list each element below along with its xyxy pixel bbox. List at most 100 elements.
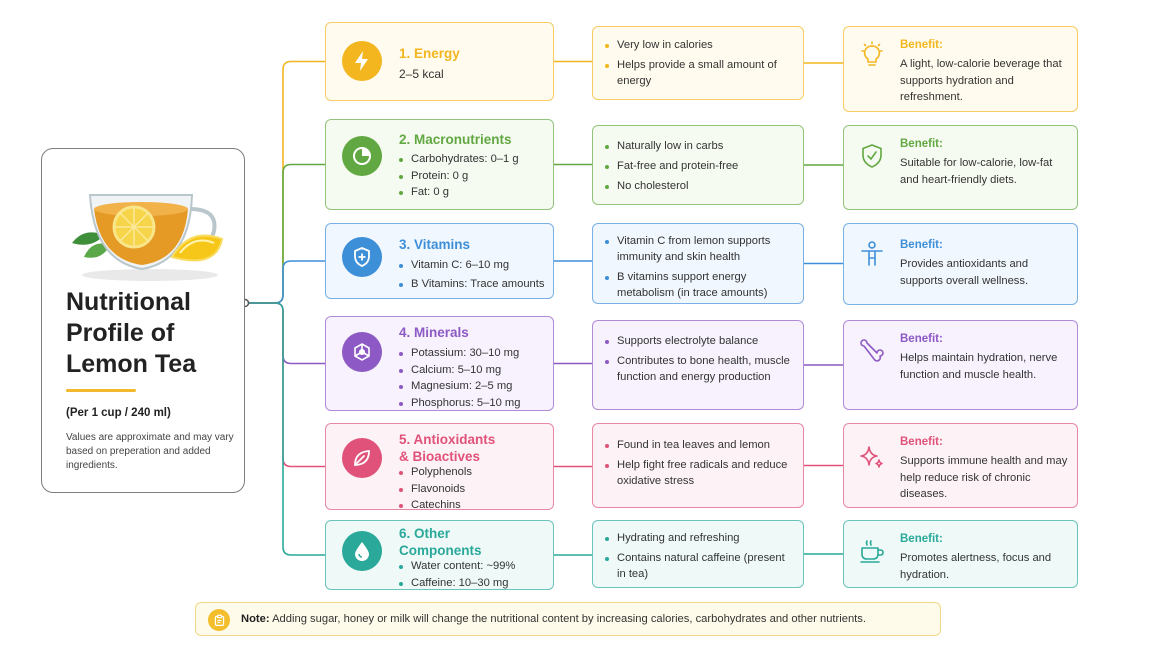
- benefit-text: Supports immune health and may help redu…: [900, 455, 1068, 500]
- sparkle-icon: [858, 443, 886, 471]
- list-item: Fat: 0 g: [399, 184, 519, 201]
- benefit-text: Provides antioxidants and supports overa…: [900, 258, 1029, 287]
- benefit-text: A light, low-calorie beverage that suppo…: [900, 58, 1062, 103]
- macronutrients-category-box: 2. Macronutrients Carbohydrates: 0–1 g P…: [325, 119, 554, 210]
- other-components-notes-box: Hydrating and refreshing Contains natura…: [592, 520, 804, 588]
- list-item: Naturally low in carbs: [605, 138, 795, 154]
- minerals-benefit-box: Benefit: Helps maintain hydration, nerve…: [843, 320, 1078, 410]
- list-item: Phosphorus: 5–10 mg: [399, 395, 520, 412]
- list-item: Helps provide a small amount of energy: [605, 57, 795, 89]
- energy-benefit-box: Benefit: A light, low-calorie beverage t…: [843, 26, 1078, 112]
- antioxidants-category-box: 5. Antioxidants & Bioactives Polyphenols…: [325, 423, 554, 511]
- minerals-notes-list: Supports electrolyte balance Contributes…: [605, 333, 795, 389]
- macronutrients-notes-box: Naturally low in carbs Fat-free and prot…: [592, 125, 804, 205]
- antioxidants-benefit-box: Benefit: Supports immune health and may …: [843, 423, 1078, 508]
- page-title: Nutritional Profile of Lemon Tea: [66, 288, 197, 378]
- lightbulb-icon: [858, 41, 886, 69]
- other-components-list: Water content: ~99% Caffeine: 10–30 mg: [399, 558, 515, 591]
- list-item: Contributes to bone health, muscle funct…: [605, 353, 795, 385]
- other-components-title: 6. Other Components: [399, 526, 482, 558]
- minerals-title: 4. Minerals: [399, 325, 469, 340]
- list-item: Caffeine: 10–30 mg: [399, 575, 515, 592]
- list-item: Flavonoids: [399, 481, 472, 498]
- other-components-benefit-box: Benefit: Promotes alertness, focus and h…: [843, 520, 1078, 588]
- macronutrients-title: 2. Macronutrients: [399, 132, 512, 147]
- other-components-category-box: 6. Other Components Water content: ~99% …: [325, 520, 554, 590]
- macronutrients-notes-list: Naturally low in carbs Fat-free and prot…: [605, 138, 795, 198]
- energy-category-box: 1. Energy 2–5 kcal: [325, 22, 554, 101]
- list-item: Carbohydrates: 0–1 g: [399, 151, 519, 168]
- list-item: Potassium: 30–10 mg: [399, 345, 520, 362]
- list-item: Fat-free and protein-free: [605, 158, 795, 174]
- benefit-label: Benefit:: [900, 333, 943, 345]
- note-bar: Note: Adding sugar, honey or milk will c…: [195, 602, 941, 636]
- title-card: Nutritional Profile of Lemon Tea (Per 1 …: [41, 148, 245, 493]
- connector-trunk-minerals: [245, 302, 325, 365]
- title-underline: [66, 389, 136, 392]
- benefit-text: Promotes alertness, focus and hydration.: [900, 552, 1052, 581]
- disclaimer-text: Values are approximate and may vary base…: [66, 432, 234, 471]
- list-item: B Vitamins: Trace amounts: [399, 276, 544, 293]
- leaf-icon: [342, 438, 382, 478]
- list-item: Protein: 0 g: [399, 168, 519, 185]
- vitamins-title: 3. Vitamins: [399, 237, 471, 252]
- list-item: Calcium: 5–10 mg: [399, 362, 520, 379]
- note-text: Note: Adding sugar, honey or milk will c…: [241, 613, 866, 625]
- list-item: No cholesterol: [605, 178, 795, 194]
- serving-size: (Per 1 cup / 240 ml): [66, 407, 171, 419]
- energy-value: 2–5 kcal: [399, 67, 444, 81]
- list-item: Found in tea leaves and lemon: [605, 437, 795, 453]
- vitamins-list: Vitamin C: 6–10 mg B Vitamins: Trace amo…: [399, 257, 544, 292]
- macronutrients-list: Carbohydrates: 0–1 g Protein: 0 g Fat: 0…: [399, 151, 519, 201]
- list-item: Help fight free radicals and reduce oxid…: [605, 457, 795, 489]
- benefit-text: Suitable for low-calorie, low-fat and he…: [900, 157, 1053, 186]
- molecule-icon: [342, 332, 382, 372]
- connector-trunk-energy: [245, 60, 325, 304]
- other-components-notes-list: Hydrating and refreshing Contains natura…: [605, 530, 795, 586]
- list-item: Supports electrolyte balance: [605, 333, 795, 349]
- list-item: Vitamin C from lemon supports immunity a…: [605, 233, 795, 265]
- benefit-label: Benefit:: [900, 533, 943, 545]
- benefit-label: Benefit:: [900, 239, 943, 251]
- vitamins-category-box: 3. Vitamins Vitamin C: 6–10 mg B Vitamin…: [325, 223, 554, 299]
- list-item: Water content: ~99%: [399, 558, 515, 575]
- lemon-tea-cup-illustration: [72, 194, 224, 281]
- list-item: Catechins: [399, 497, 472, 514]
- shield-plus-icon: [342, 237, 382, 277]
- vitamins-notes-list: Vitamin C from lemon supports immunity a…: [605, 233, 795, 305]
- antioxidants-notes-box: Found in tea leaves and lemon Help fight…: [592, 423, 804, 508]
- connector-trunk-macro: [245, 163, 325, 304]
- tea-cup-icon: [858, 537, 886, 565]
- macronutrients-benefit-box: Benefit: Suitable for low-calorie, low-f…: [843, 125, 1078, 210]
- list-item: Polyphenols: [399, 464, 472, 481]
- minerals-notes-box: Supports electrolyte balance Contributes…: [592, 320, 804, 410]
- list-item: Vitamin C: 6–10 mg: [399, 257, 544, 274]
- energy-title: 1. Energy: [399, 46, 460, 61]
- connector-trunk-antioxidants: [245, 302, 325, 468]
- minerals-list: Potassium: 30–10 mg Calcium: 5–10 mg Mag…: [399, 345, 520, 411]
- minerals-category-box: 4. Minerals Potassium: 30–10 mg Calcium:…: [325, 316, 554, 411]
- energy-notes-list: Very low in calories Helps provide a sma…: [605, 37, 795, 93]
- pie-chart-icon: [342, 136, 382, 176]
- energy-notes-box: Very low in calories Helps provide a sma…: [592, 26, 804, 100]
- vitamins-benefit-box: Benefit: Provides antioxidants and suppo…: [843, 223, 1078, 305]
- benefit-label: Benefit:: [900, 39, 943, 51]
- list-item: Contains natural caffeine (present in te…: [605, 550, 795, 582]
- person-icon: [858, 240, 886, 268]
- water-drop-icon: [342, 531, 382, 571]
- connector-trunk-vitamins: [245, 260, 325, 304]
- benefit-label: Benefit:: [900, 138, 943, 150]
- list-item: B vitamins support energy metabolism (in…: [605, 269, 795, 301]
- benefit-label: Benefit:: [900, 436, 943, 448]
- lightning-icon: [342, 41, 382, 81]
- benefit-text: Helps maintain hydration, nerve function…: [900, 352, 1058, 381]
- antioxidants-title: 5. Antioxidants & Bioactives: [399, 432, 496, 464]
- shield-check-icon: [858, 142, 886, 170]
- vitamins-notes-box: Vitamin C from lemon supports immunity a…: [592, 223, 804, 304]
- list-item: Magnesium: 2–5 mg: [399, 378, 520, 395]
- clipboard-icon: [208, 609, 230, 631]
- connector-trunk-other: [245, 302, 325, 556]
- bone-icon: [858, 337, 886, 365]
- antioxidants-list: Polyphenols Flavonoids Catechins: [399, 464, 472, 514]
- antioxidants-notes-list: Found in tea leaves and lemon Help fight…: [605, 437, 795, 493]
